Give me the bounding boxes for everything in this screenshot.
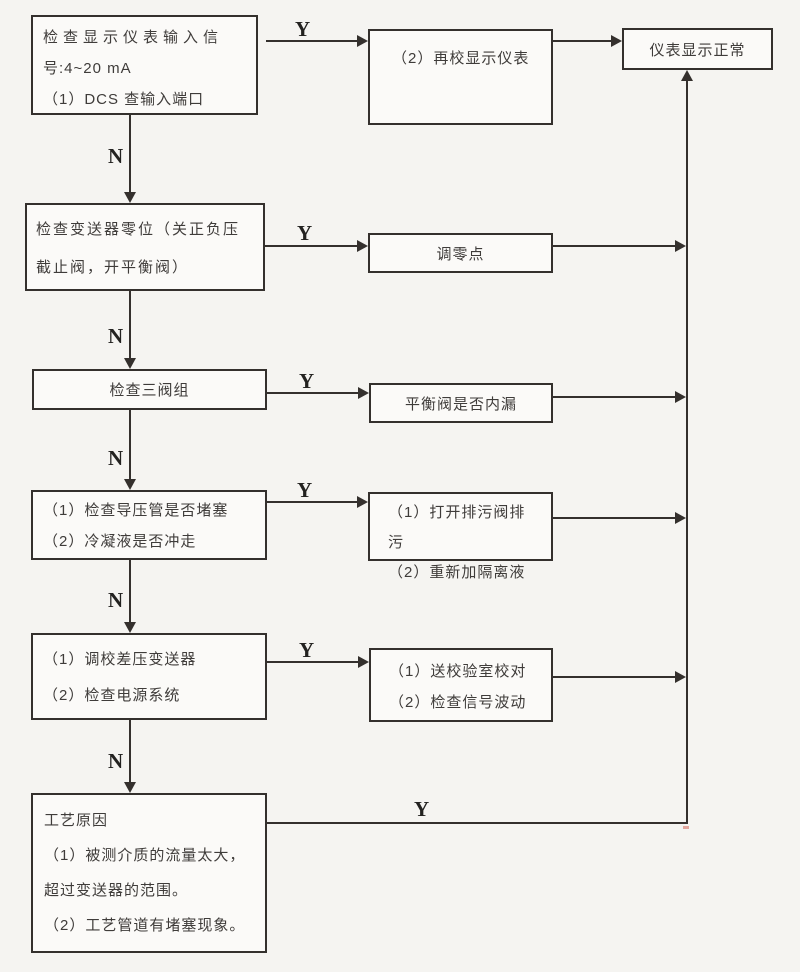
label-yes-3: Y	[299, 369, 315, 393]
node-instrument-normal: 仪表显示正常	[622, 28, 773, 70]
node-send-to-lab: （1）送校验室校对 （2）检查信号波动	[369, 648, 553, 722]
arrowhead-up-icon	[681, 70, 693, 81]
scan-artifact	[683, 826, 689, 829]
connector-leak-to-collector	[553, 396, 675, 398]
connector-lab-to-collector	[553, 676, 675, 678]
node-check-transmitter-zero: 检查变送器零位（关正负压 截止阀，开平衡阀）	[25, 203, 265, 291]
label-no-2: N	[108, 324, 124, 348]
label-yes-6: Y	[414, 797, 430, 821]
node-check-display-input: 检查显示仪表输入信 号:4~20 mA （1）DCS 查输入端口	[31, 15, 258, 115]
connector-yes-3	[267, 392, 358, 394]
connector-recalibrate-to-normal	[553, 40, 611, 42]
label-yes-4: Y	[297, 478, 313, 502]
node-text-line: 号:4~20 mA	[43, 60, 132, 77]
arrowhead-right-icon	[357, 35, 368, 47]
node-open-drain-valve: （1）打开排污阀排污 （2）重新加隔离液	[368, 492, 553, 581]
node-balance-valve-leak: 平衡阀是否内漏	[369, 383, 553, 423]
connector-zero-to-collector	[553, 245, 675, 247]
node-process-cause: 工艺原因 （1）被测介质的流量太大， 超过变送器的范围。 （2）工艺管道有堵塞现…	[31, 793, 267, 953]
arrowhead-right-icon	[357, 496, 368, 508]
connector-no-3	[129, 409, 131, 479]
arrowhead-right-icon	[357, 240, 368, 252]
connector-yes-1	[266, 40, 357, 42]
node-text: 检查三阀组	[109, 382, 190, 399]
label-no-4: N	[108, 588, 124, 612]
arrowhead-right-icon	[675, 240, 686, 252]
arrowhead-down-icon	[124, 192, 136, 203]
connector-yes-6	[266, 822, 688, 824]
node-text: 平衡阀是否内漏	[404, 395, 517, 413]
node-calibrate-dp-transmitter: （1）调校差压变送器 （2）检查电源系统	[31, 633, 267, 720]
connector-no-4	[129, 560, 131, 622]
label-yes-1: Y	[295, 17, 311, 41]
arrowhead-down-icon	[124, 782, 136, 793]
label-yes-5: Y	[299, 638, 315, 662]
connector-no-2	[129, 290, 131, 359]
node-text: （2）再校显示仪表	[392, 50, 530, 67]
arrowhead-down-icon	[124, 479, 136, 490]
connector-yes-4	[267, 501, 357, 503]
node-text: 仪表显示正常	[649, 41, 746, 59]
label-no-3: N	[108, 446, 124, 470]
arrowhead-right-icon	[358, 656, 369, 668]
node-text-line: （1）DCS 查输入端口	[43, 91, 205, 108]
node-adjust-zero: 调零点	[368, 233, 553, 273]
arrowhead-right-icon	[675, 671, 686, 683]
arrowhead-right-icon	[675, 391, 686, 403]
node-recalibrate-display: （2）再校显示仪表	[368, 29, 553, 125]
arrowhead-down-icon	[124, 358, 136, 369]
connector-drain-to-collector	[553, 517, 675, 519]
node-text-line: 检查显示仪表输入信	[43, 29, 224, 46]
label-no-5: N	[108, 749, 124, 773]
node-check-impulse-pipe: （1）检查导压管是否堵塞 （2）冷凝液是否冲走	[31, 490, 267, 560]
label-yes-2: Y	[297, 221, 313, 245]
connector-no-5	[129, 720, 131, 782]
node-text: 调零点	[436, 245, 485, 263]
connector-yes-2	[265, 245, 357, 247]
label-no-1: N	[108, 144, 124, 168]
arrowhead-right-icon	[675, 512, 686, 524]
arrowhead-right-icon	[358, 387, 369, 399]
connector-no-1	[129, 115, 131, 192]
collector-line	[686, 80, 688, 824]
node-check-three-valve-manifold: 检查三阀组	[32, 369, 267, 410]
connector-yes-5	[267, 661, 358, 663]
arrowhead-down-icon	[124, 622, 136, 633]
arrowhead-right-icon	[611, 35, 622, 47]
